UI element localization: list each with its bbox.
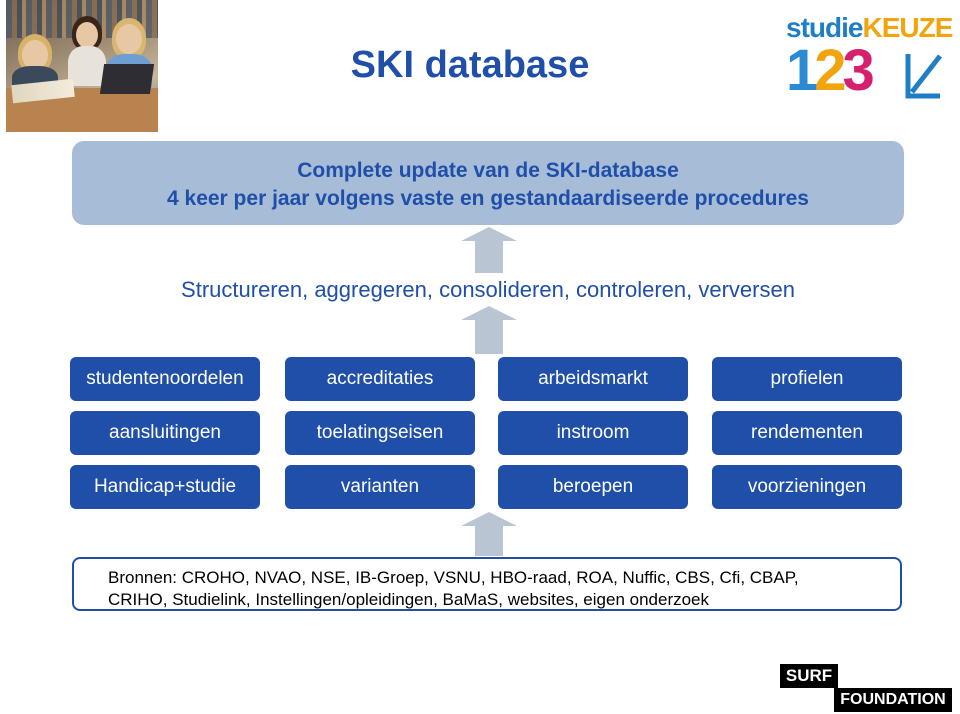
students-photo [6, 0, 158, 132]
update-box-line1: Complete update van de SKI-database [297, 159, 679, 182]
sources-line2: CRIHO, Studielink, Instellingen/opleidin… [108, 590, 710, 609]
category-box: rendementen [712, 411, 902, 455]
category-box: accreditaties [285, 357, 475, 401]
up-arrow-icon [461, 227, 517, 273]
category-box: profielen [712, 357, 902, 401]
category-box: arbeidsmarkt [498, 357, 688, 401]
category-box: studentenoordelen [70, 357, 260, 401]
category-box: instroom [498, 411, 688, 455]
category-box: varianten [285, 465, 475, 509]
category-box: Handicap+studie [70, 465, 260, 509]
page-title: SKI database [350, 44, 590, 86]
up-arrow-icon [461, 306, 517, 354]
sources-line1: Bronnen: CROHO, NVAO, NSE, IB-Groep, VSN… [108, 568, 799, 587]
process-text: Structureren, aggregeren, consolideren, … [181, 277, 795, 302]
update-box: Complete update van de SKI-database 4 ke… [72, 141, 904, 225]
sources-box: Bronnen: CROHO, NVAO, NSE, IB-Groep, VSN… [72, 557, 902, 611]
update-box-line2: 4 keer per jaar volgens vaste en gestand… [167, 187, 809, 210]
surf-foundation-logo: SURF FOUNDATION [780, 664, 952, 712]
check-mark-icon [905, 54, 942, 99]
category-box: beroepen [498, 465, 688, 509]
studiekeuze-logo: studieKEUZE 123 [786, 12, 953, 103]
up-arrow-icon [461, 512, 517, 556]
category-box: toelatingseisen [285, 411, 475, 455]
category-box: voorzieningen [712, 465, 902, 509]
category-box: aansluitingen [70, 411, 260, 455]
